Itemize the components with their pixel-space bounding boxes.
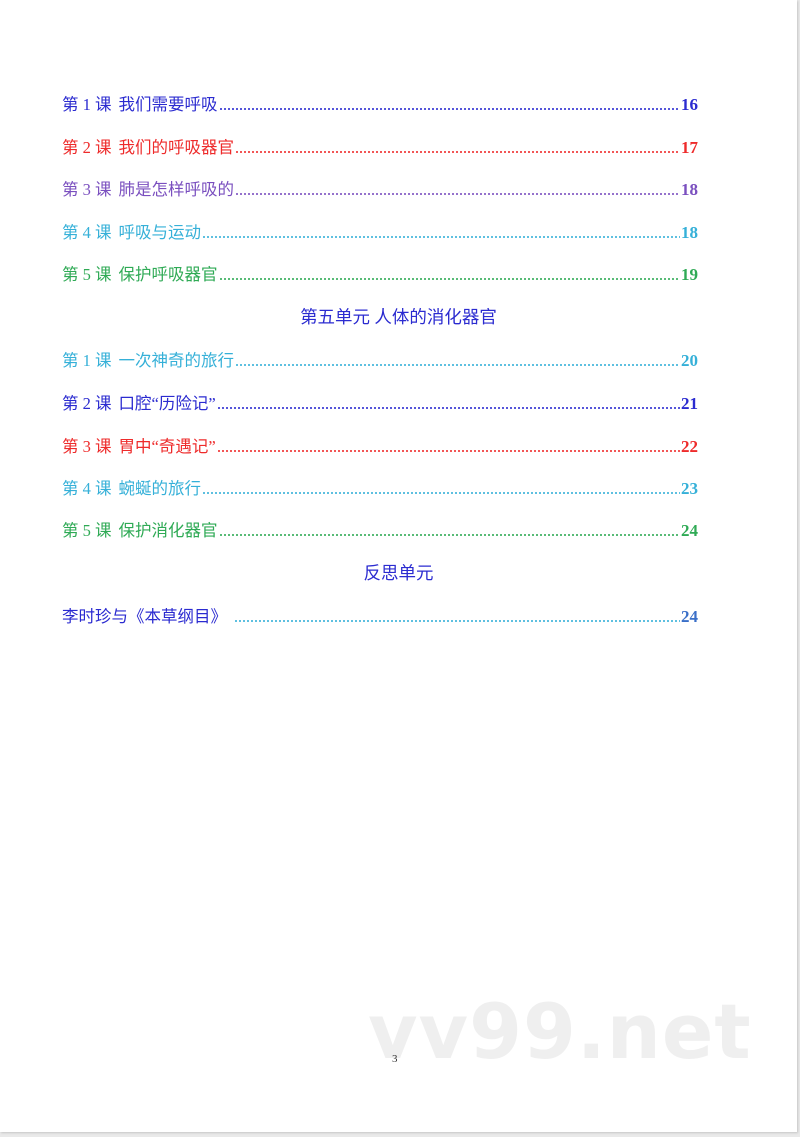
toc-page-number: 24: [681, 607, 698, 626]
toc-entry[interactable]: 第 1 课我们需要呼吸 16: [62, 90, 698, 116]
toc-page-number: 22: [681, 437, 698, 456]
toc-entry-label: 第 3 课肺是怎样呼吸的: [62, 180, 234, 199]
toc-page-number: 17: [681, 138, 698, 157]
toc-entry-label: 第 1 课一次神奇的旅行: [62, 351, 234, 370]
toc-entry[interactable]: 第 5 课保护消化器官 24: [62, 516, 698, 542]
toc-entry[interactable]: 第 3 课肺是怎样呼吸的 18: [62, 175, 698, 201]
toc-entry[interactable]: 第 2 课我们的呼吸器官 17: [62, 133, 698, 159]
toc-entry-label: 第 5 课保护消化器官: [62, 521, 218, 540]
toc-page-number: 18: [681, 223, 698, 242]
dot-leader: [218, 108, 680, 110]
dot-leader: [235, 364, 680, 366]
toc-page-number: 21: [681, 394, 698, 413]
toc-entry[interactable]: 第 4 课蜿蜒的旅行 23: [62, 474, 698, 500]
dot-leader: [216, 450, 680, 452]
toc-entry-label: 第 4 课蜿蜒的旅行: [62, 479, 201, 498]
dot-leader: [216, 407, 680, 409]
dot-leader: [235, 193, 680, 195]
unit-heading: 反思单元: [363, 563, 434, 583]
toc-entry-label: 第 4 课呼吸与运动: [62, 223, 201, 242]
toc-entry-label: 第 2 课我们的呼吸器官: [62, 138, 234, 157]
toc-entry[interactable]: 李时珍与《本草纲目》 24: [62, 602, 698, 628]
toc-entry-label: 第 3 课胃中“奇遇记”: [62, 437, 216, 456]
unit-heading: 第五单元 人体的消化器官: [300, 307, 497, 327]
dot-leader: [202, 492, 680, 494]
dot-leader: [235, 151, 680, 153]
dot-leader: [202, 236, 680, 238]
toc-entry-label: 李时珍与《本草纲目》: [62, 607, 227, 626]
toc-entry[interactable]: 第 5 课保护呼吸器官 19: [62, 260, 698, 286]
dot-leader: [218, 278, 680, 280]
toc-entry[interactable]: 第 2 课口腔“历险记” 21: [62, 389, 698, 415]
toc-entry[interactable]: 第 3 课胃中“奇遇记” 22: [62, 432, 698, 458]
toc-page-number: 23: [681, 479, 698, 498]
dot-leader: [234, 620, 680, 622]
toc-entry-label: 第 1 课我们需要呼吸: [62, 95, 218, 114]
dot-leader: [218, 534, 680, 536]
toc-entry[interactable]: 第 1 课一次神奇的旅行 20: [62, 346, 698, 372]
toc-page-number: 19: [681, 265, 698, 284]
toc-page-number: 16: [681, 95, 698, 114]
watermark: vv99.net: [368, 987, 752, 1076]
page-number: 3: [392, 1053, 398, 1065]
toc-entry-label: 第 2 课口腔“历险记”: [62, 394, 216, 413]
toc-page-number: 20: [681, 351, 698, 370]
toc-page-number: 24: [681, 521, 698, 540]
toc-page-number: 18: [681, 180, 698, 199]
toc-entry-label: 第 5 课保护呼吸器官: [62, 265, 218, 284]
toc-entry[interactable]: 第 4 课呼吸与运动 18: [62, 218, 698, 244]
